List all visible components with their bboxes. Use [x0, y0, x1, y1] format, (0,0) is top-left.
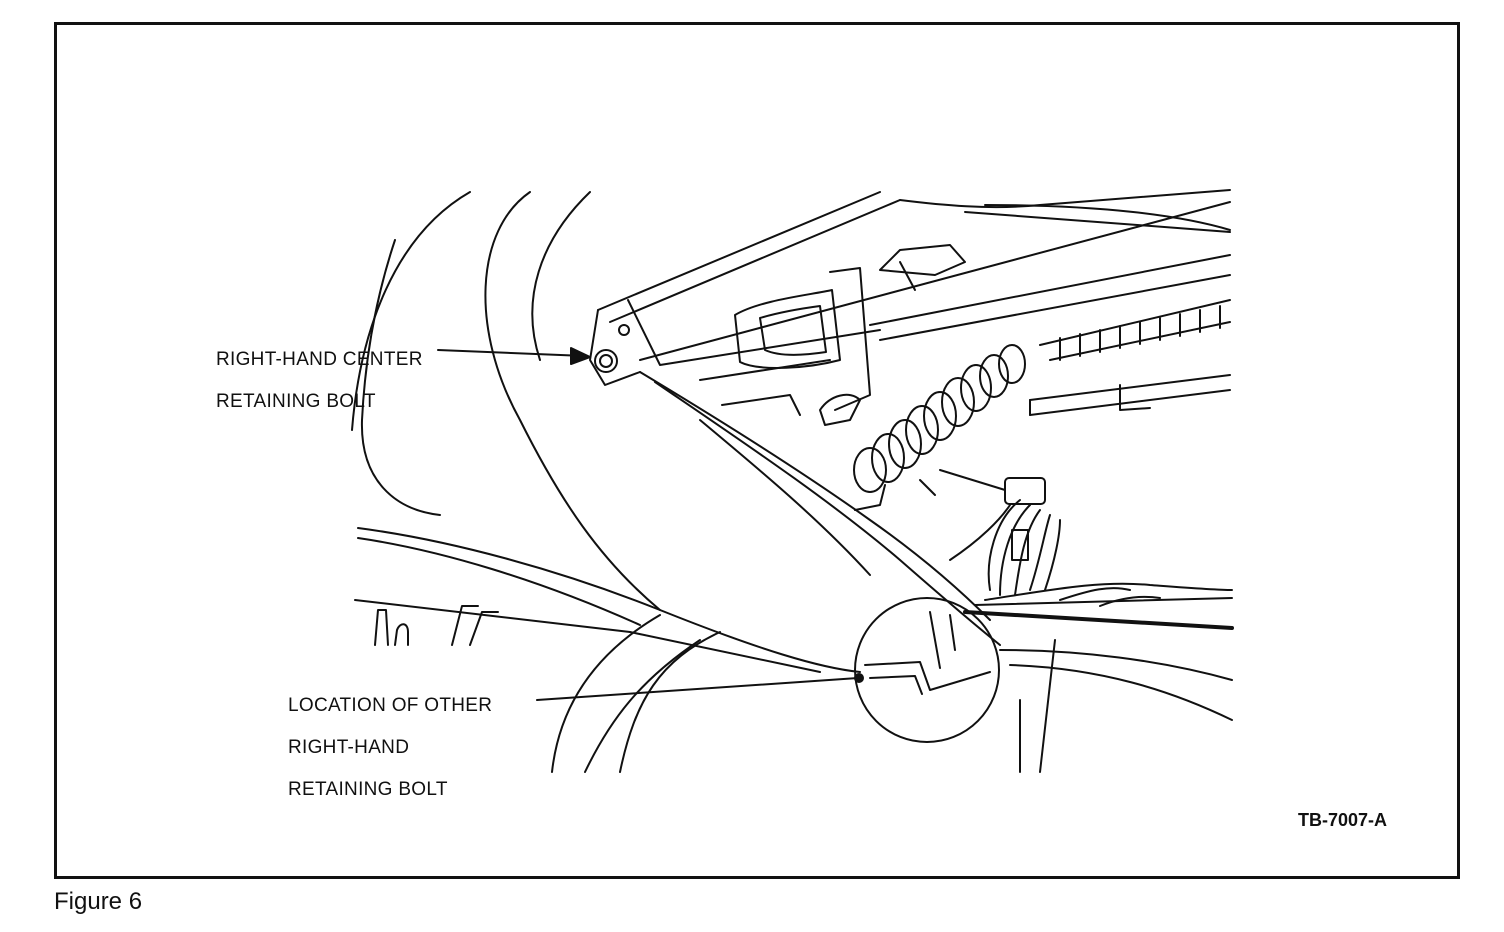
vent-grille — [1029, 299, 1231, 416]
body-panel-outline — [351, 191, 861, 773]
wiring-harness — [939, 469, 1061, 596]
lower-cowl — [639, 371, 1234, 773]
callout-center-bolt: RIGHT-HAND CENTER RETAINING BOLT — [216, 328, 423, 433]
cowl-bar — [589, 189, 1231, 386]
drawing-code: TB-7007-A — [1298, 810, 1388, 830]
center-retaining-bolt — [594, 324, 630, 373]
panel-slots — [374, 605, 499, 646]
bellows-boot — [853, 344, 1026, 511]
callout-center-bolt-line1: RIGHT-HAND CENTER — [216, 349, 423, 370]
detail-circle — [854, 597, 1000, 743]
callout-other-bolt: LOCATION OF OTHER RIGHT-HAND RETAINING B… — [288, 674, 492, 821]
callout-other-bolt-line3: RETAINING BOLT — [288, 779, 448, 800]
leader-lines — [437, 347, 864, 701]
figure-caption: Figure 6 — [54, 888, 143, 915]
figure-frame — [54, 22, 1460, 879]
callout-other-bolt-line2: RIGHT-HAND — [288, 737, 410, 758]
callout-center-bolt-line2: RETAINING BOLT — [216, 391, 376, 412]
callout-other-bolt-line1: LOCATION OF OTHER — [288, 695, 493, 716]
wiper-bracket — [699, 244, 966, 426]
